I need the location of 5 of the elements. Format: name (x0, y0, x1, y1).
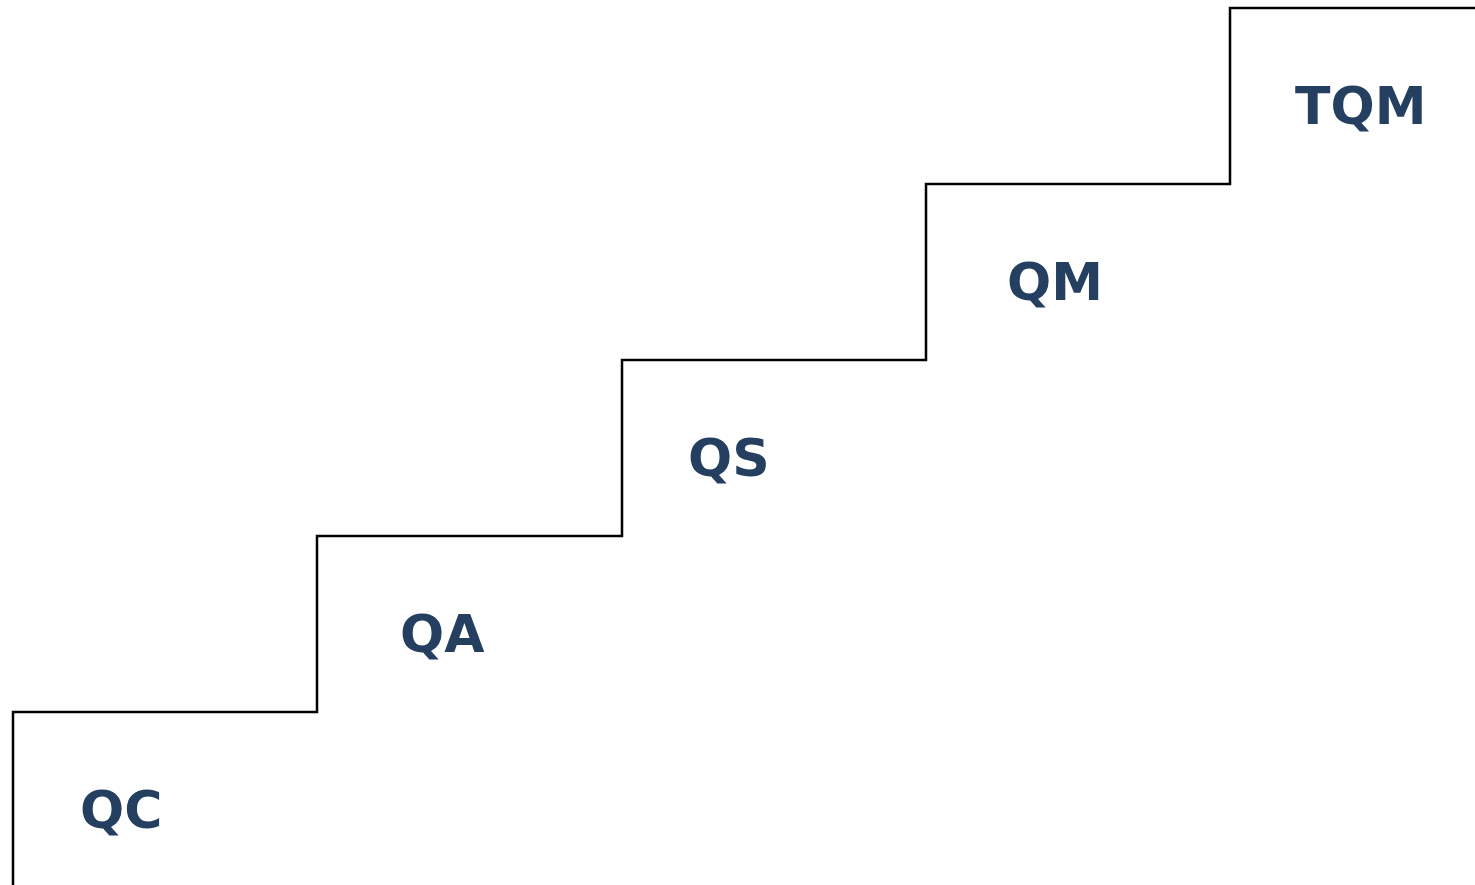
step-label: QA (400, 608, 485, 660)
step-label: QM (1007, 256, 1103, 308)
step-label: QS (688, 432, 770, 484)
step-label: TQM (1295, 80, 1427, 132)
step-label: QC (80, 784, 163, 836)
